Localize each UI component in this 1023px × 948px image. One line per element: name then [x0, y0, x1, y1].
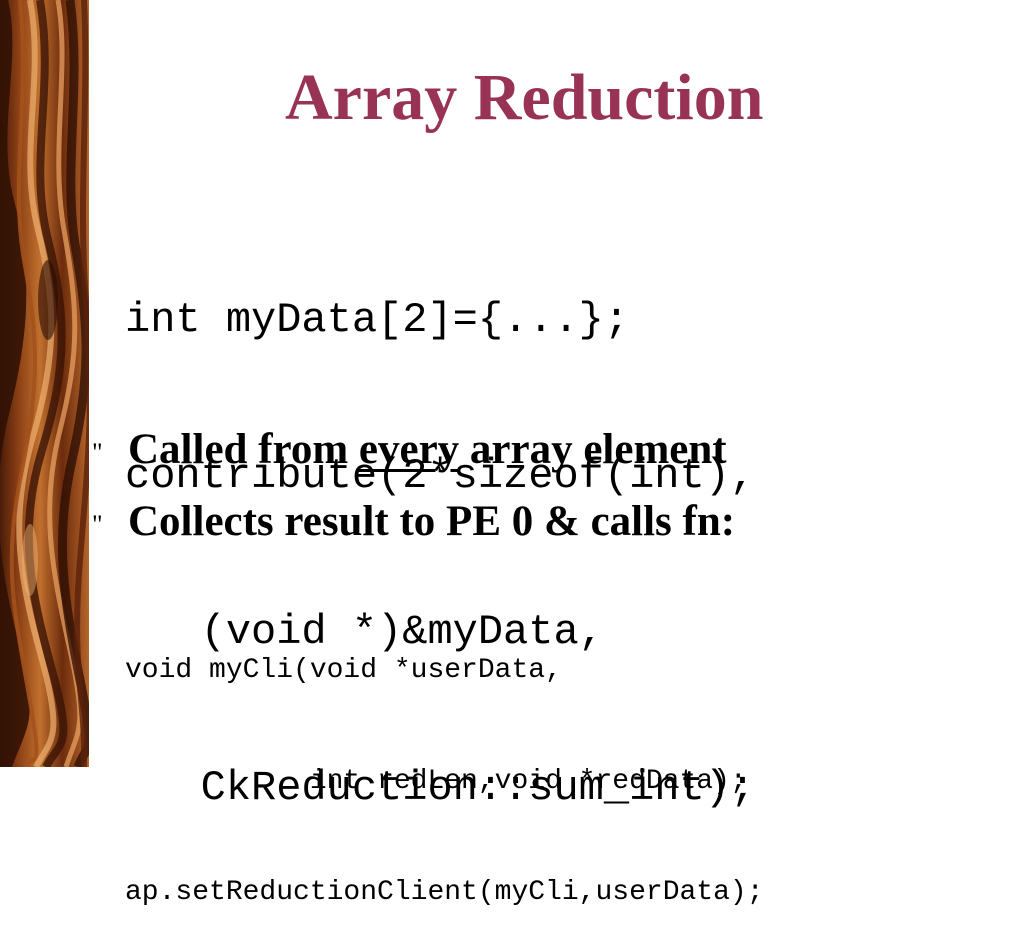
code-line: int redLen,void *redData);	[125, 766, 747, 797]
bullet-marker: "	[92, 438, 103, 467]
slide-title: Array Reduction	[285, 61, 764, 134]
code-line: int myData[2]={...};	[125, 296, 630, 344]
wood-grain-image	[0, 0, 89, 767]
bullet-item-collects-result: " Collects result to PE 0 & calls fn:	[90, 493, 735, 549]
code-line: (void *)&myData,	[125, 608, 604, 656]
wood-grain-decoration	[0, 0, 89, 767]
bullet-text: Called from every array element	[128, 425, 727, 474]
code-line: void myCli(void *userData,	[125, 655, 562, 686]
code-snippet-reduction-client: void myCli(void *userData, int redLen,vo…	[125, 578, 764, 948]
bullet-text-start: Called from	[128, 425, 359, 473]
code-line: contribute(2*sizeof(int),	[125, 452, 756, 500]
bullet-item-called-from: " Called from every array element	[90, 421, 727, 477]
bullet-text: Collects result to PE 0 & calls fn:	[128, 497, 736, 545]
bullet-text-emphasis: every	[358, 425, 460, 473]
bullet-marker: "	[92, 510, 103, 539]
bullet-text-end: array element	[459, 425, 727, 473]
code-line: ap.setReductionClient(myCli,userData);	[125, 877, 764, 908]
